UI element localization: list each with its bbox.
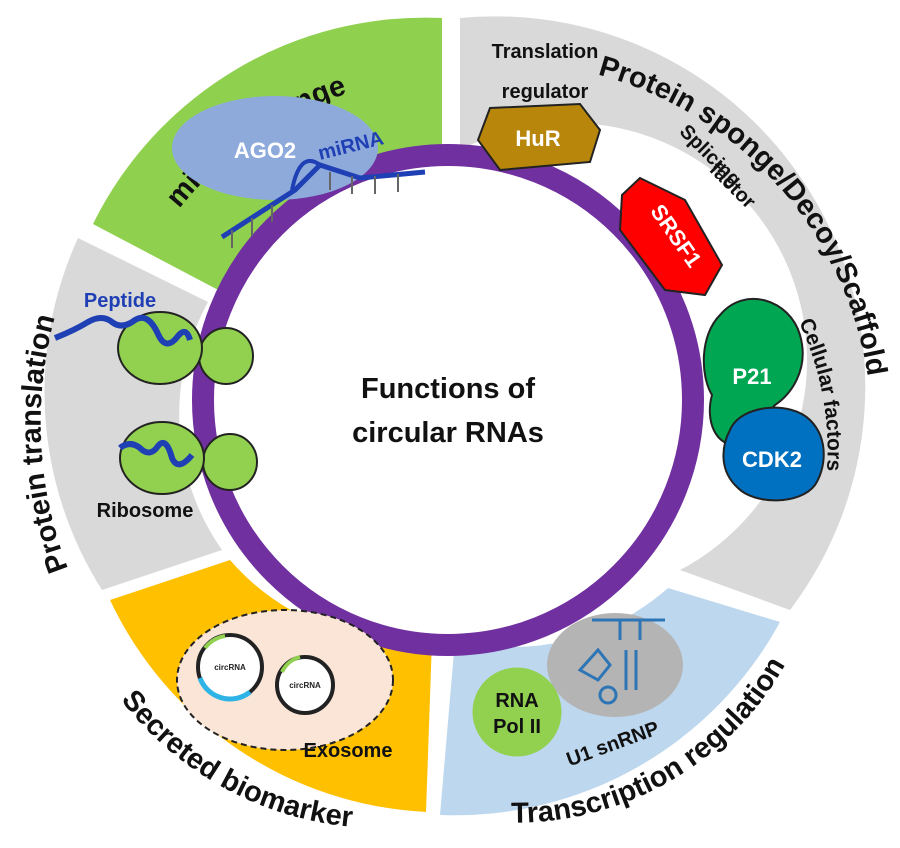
ribosome-label: Ribosome: [97, 500, 194, 522]
hur-label: HuR: [515, 126, 560, 151]
ribosome-2: [119, 421, 258, 495]
peptide-label: Peptide: [84, 290, 156, 312]
circrna-label-2: circRNA: [289, 681, 321, 690]
peptide-chain-2: [118, 440, 195, 468]
circrna-ring: [192, 144, 704, 656]
sector-protein-sponge-bg: [460, 16, 866, 611]
peptide-chain-1: [53, 314, 193, 347]
p21-label: P21: [732, 364, 771, 389]
rna-pol-label-2: Pol II: [493, 716, 541, 738]
snrna-structure: [577, 618, 665, 705]
translation-regulator-label-1: Translation: [492, 41, 599, 63]
circrna-molecule-1: [196, 633, 264, 702]
hur-protein: [476, 102, 602, 172]
cdk2-label: CDK2: [742, 447, 802, 472]
ago2-protein: [172, 96, 378, 200]
circrna-label-1: circRNA: [214, 663, 246, 672]
circrna-molecule-2: [275, 655, 335, 715]
center-title-line2: circular RNAs: [352, 417, 544, 449]
ago2-label: AGO2: [234, 138, 296, 163]
exosome-label: Exosome: [304, 740, 393, 762]
rna-pol-label-1: RNA: [495, 690, 538, 712]
translation-regulator-label-2: regulator: [502, 81, 589, 103]
mirna-binding-strand: [220, 158, 426, 248]
u1-snrnp-particle: [547, 613, 683, 717]
center-title-line1: Functions of: [361, 373, 535, 405]
rna-pol-ii: [472, 667, 562, 757]
srsf1-protein: [618, 176, 724, 297]
cdk2-protein: [722, 406, 825, 502]
